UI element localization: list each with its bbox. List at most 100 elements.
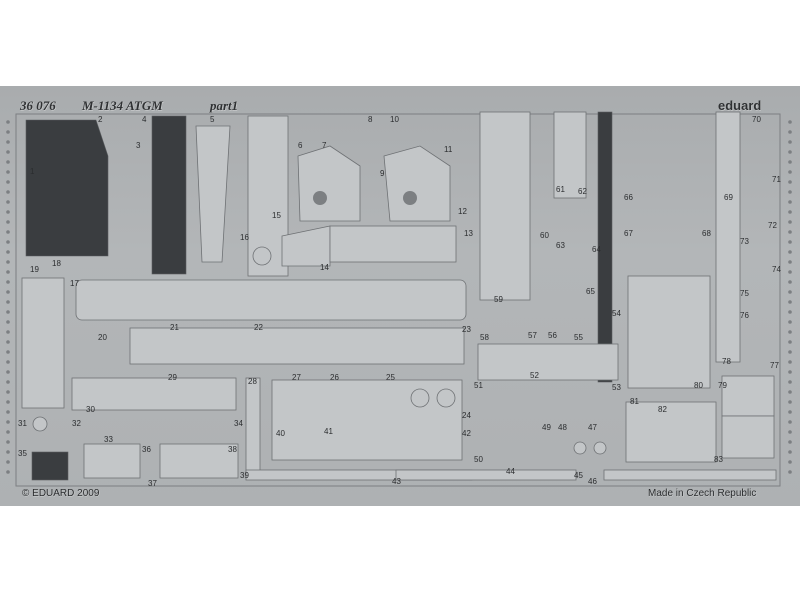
part-number-label: 54 <box>612 309 621 318</box>
border-hole <box>6 320 10 324</box>
part-number-label: 64 <box>592 245 601 254</box>
border-hole <box>788 460 792 464</box>
border-hole <box>788 450 792 454</box>
border-hole <box>6 170 10 174</box>
part-number-label: 48 <box>558 423 567 432</box>
round-part-b <box>403 191 417 205</box>
part-number-label: 81 <box>630 397 639 406</box>
part-28 <box>245 377 261 475</box>
part-number-label: 38 <box>228 445 237 454</box>
part-number-label: 12 <box>458 207 467 216</box>
part-number-label: 43 <box>392 477 401 486</box>
part-number-label: 63 <box>556 241 565 250</box>
border-hole <box>6 250 10 254</box>
part-number-label: 42 <box>462 429 471 438</box>
part-number-label: 13 <box>464 229 473 238</box>
origin-text: Made in Czech Republic <box>648 488 757 499</box>
part-number-label: 53 <box>612 383 621 392</box>
part-number-label: 16 <box>240 233 249 242</box>
border-hole <box>788 340 792 344</box>
part-number-label: 39 <box>240 471 249 480</box>
border-hole <box>6 260 10 264</box>
border-hole <box>788 210 792 214</box>
part-number-label: 46 <box>588 477 597 486</box>
wheel-16 <box>252 246 272 266</box>
part-number-label: 51 <box>474 381 483 390</box>
border-hole <box>788 430 792 434</box>
part-82 <box>625 401 717 463</box>
panel-21-23 <box>129 327 465 365</box>
part-number-label: 75 <box>740 289 749 298</box>
product-code: 36 076 <box>20 98 56 113</box>
part-number-label: 18 <box>52 259 61 268</box>
border-hole <box>788 330 792 334</box>
border-hole <box>788 270 792 274</box>
disc-47 <box>593 441 607 455</box>
tray-13 <box>329 225 457 263</box>
part-number-label: 25 <box>386 373 395 382</box>
part-14 <box>281 225 331 267</box>
part-number-label: 36 <box>142 445 151 454</box>
part-number-label: 34 <box>234 419 243 428</box>
border-hole <box>6 460 10 464</box>
part-number-label: 83 <box>714 455 723 464</box>
border-hole <box>6 330 10 334</box>
hatch-6 <box>297 145 361 222</box>
border-hole <box>788 190 792 194</box>
part-label: part1 <box>210 98 239 113</box>
border-hole <box>6 200 10 204</box>
part-number-label: 78 <box>722 357 731 366</box>
mesh-grille-4 <box>151 115 187 275</box>
border-hole <box>6 340 10 344</box>
border-hole <box>788 370 792 374</box>
border-hole <box>788 440 792 444</box>
border-hole <box>6 240 10 244</box>
part-37-38 <box>159 443 239 479</box>
part-number-label: 47 <box>588 423 597 432</box>
border-hole <box>6 120 10 124</box>
border-hole <box>788 150 792 154</box>
border-hole <box>788 390 792 394</box>
border-hole <box>788 130 792 134</box>
strip-43-45 <box>395 469 577 481</box>
disc-25b <box>436 388 456 408</box>
part-number-label: 80 <box>694 381 703 390</box>
part-number-label: 50 <box>474 455 483 464</box>
part-52 <box>477 343 619 381</box>
part-number-label: 59 <box>494 295 503 304</box>
part-number-label: 77 <box>770 361 779 370</box>
chain-strip <box>597 111 613 383</box>
part-number-label: 2 <box>98 115 103 124</box>
part-number-label: 5 <box>210 115 215 124</box>
part-number-label: 17 <box>70 279 79 288</box>
border-hole <box>788 250 792 254</box>
part-5 <box>195 125 231 263</box>
part-number-label: 41 <box>324 427 333 436</box>
part-40-42 <box>271 379 463 461</box>
border-hole <box>788 420 792 424</box>
border-hole <box>6 310 10 314</box>
part-number-label: 45 <box>574 471 583 480</box>
border-hole <box>6 470 10 474</box>
part-36 <box>83 443 141 479</box>
strip-46 <box>603 469 777 481</box>
brand-logo: eduard <box>718 98 762 113</box>
border-hole <box>6 300 10 304</box>
part-number-label: 56 <box>548 331 557 340</box>
round-part-a <box>313 191 327 205</box>
border-hole <box>788 120 792 124</box>
part-number-label: 58 <box>480 333 489 342</box>
part-number-label: 31 <box>18 419 27 428</box>
border-hole <box>6 380 10 384</box>
border-hole <box>788 380 792 384</box>
part-number-label: 24 <box>462 411 471 420</box>
border-hole <box>788 400 792 404</box>
border-hole <box>788 260 792 264</box>
part-number-label: 14 <box>320 263 329 272</box>
border-hole <box>6 270 10 274</box>
part-number-label: 61 <box>556 185 565 194</box>
mesh-grille-35 <box>31 451 69 481</box>
part-number-label: 76 <box>740 311 749 320</box>
border-hole <box>6 210 10 214</box>
